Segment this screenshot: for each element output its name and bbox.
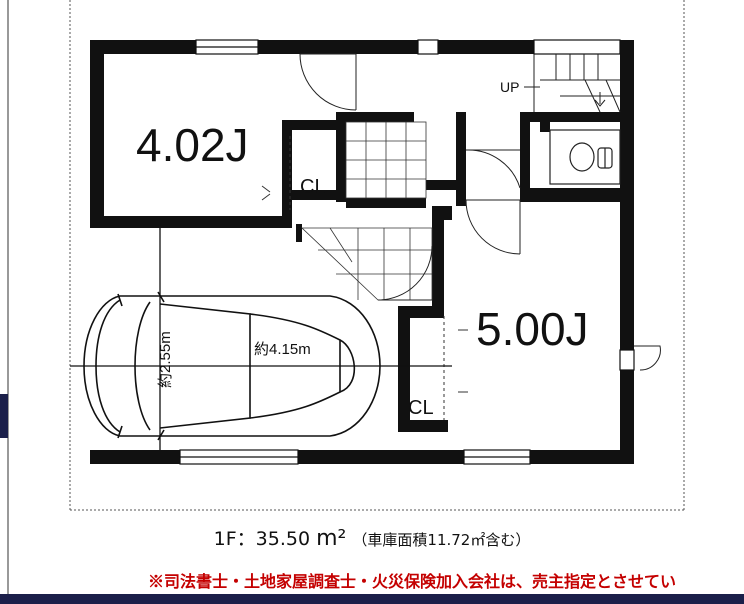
dimension-lines	[70, 228, 452, 450]
floor-area: 1F：35.50	[213, 528, 311, 550]
closet-rails	[261, 136, 468, 420]
toilet-icon	[549, 129, 621, 185]
garage-area-note: （車庫面積11.72㎡含む）	[352, 531, 531, 549]
room-label-a: 4.02J	[136, 119, 249, 171]
room-label-b: 5.00J	[476, 303, 589, 355]
door-swings	[299, 53, 661, 371]
site-boundary	[69, 0, 685, 511]
tiled-floor	[300, 121, 433, 301]
closet-label-b: CL	[408, 397, 434, 419]
bottom-bar	[0, 594, 744, 604]
notice-text: ※司法書士・土地家屋調査士・火災保険加入会社は、売主指定とさせてい	[148, 572, 677, 591]
area-unit: m²	[316, 526, 347, 551]
stairs-label: UP	[500, 79, 520, 95]
area-caption: 1F：35.50 m² （車庫面積11.72㎡含む）	[0, 524, 744, 551]
left-tab	[0, 394, 8, 438]
depth-dimension: 約2.55m	[157, 331, 174, 388]
windows	[179, 39, 635, 465]
interior-walls	[90, 112, 632, 432]
exterior-walls	[90, 40, 634, 464]
width-dimension: 約4.15m	[254, 341, 311, 358]
staircase	[524, 54, 621, 113]
closet-label-a: CL	[300, 176, 326, 198]
